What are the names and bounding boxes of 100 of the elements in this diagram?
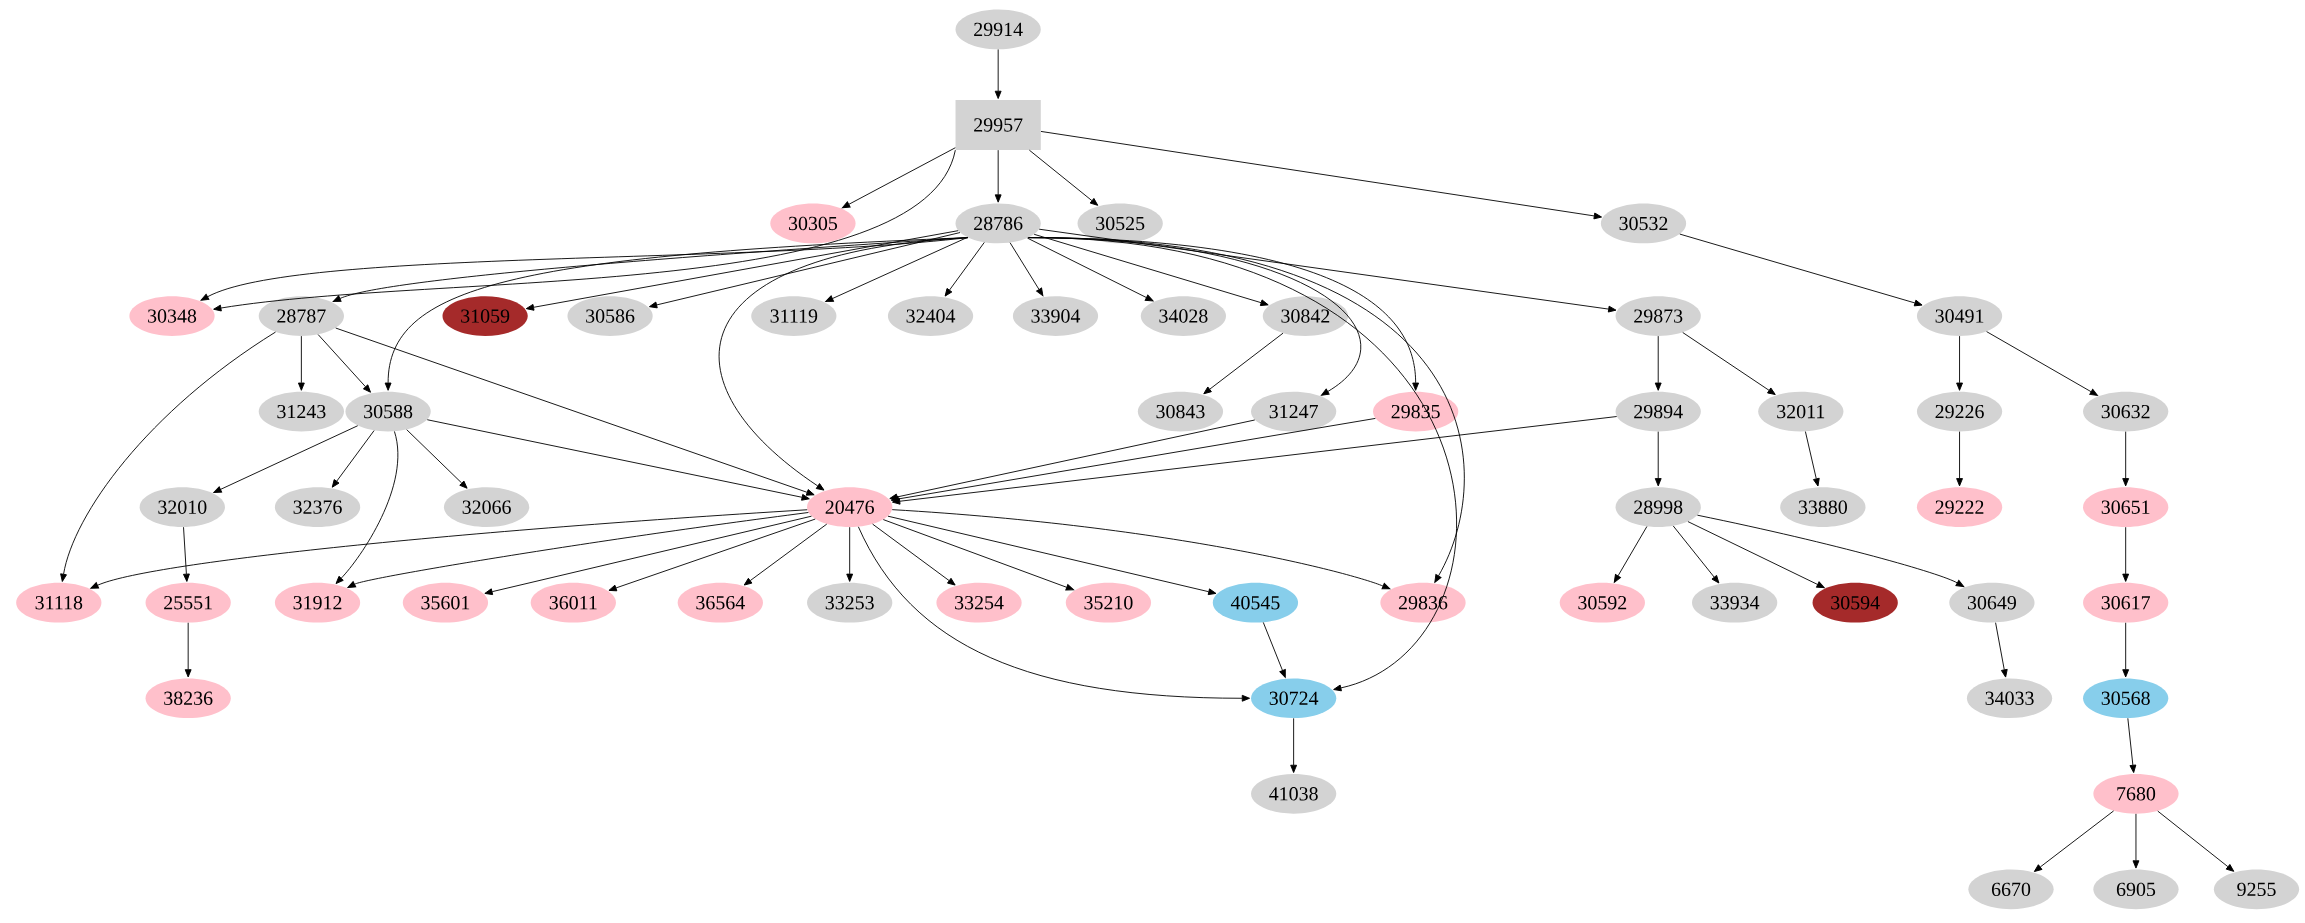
ellipse-node: 41038 <box>1251 773 1337 814</box>
ellipse-node: 31912 <box>274 582 361 623</box>
ellipse-node: 30617 <box>2083 582 2169 623</box>
ellipse-node: 38236 <box>145 678 231 719</box>
arrow <box>1682 331 1776 395</box>
ellipse-node: 30592 <box>1559 582 1645 623</box>
ellipse-node: 30843 <box>1137 391 1224 432</box>
ellipse-node: 35210 <box>1065 582 1152 623</box>
ellipse-node: 20476 <box>807 487 893 527</box>
ellipse-node: 6670 <box>1968 869 2054 910</box>
arrow <box>2157 810 2235 872</box>
ellipse-node: 31118 <box>16 582 102 623</box>
ellipse-node: 32376 <box>274 487 361 527</box>
arrow <box>1687 521 1825 589</box>
arrow <box>889 419 1256 501</box>
ellipse-node: 34028 <box>1140 296 1226 336</box>
ellipse-node: 40545 <box>1212 582 1299 623</box>
arrow <box>1956 335 1963 391</box>
arrow <box>891 509 1391 590</box>
arrow <box>2127 717 2137 773</box>
arrow <box>1009 242 1044 297</box>
arrow <box>1995 622 2008 678</box>
ellipse-node: 29222 <box>1916 487 2003 527</box>
ellipse-node: 36564 <box>677 582 763 623</box>
ellipse-node: 30649 <box>1949 582 2035 623</box>
ellipse-node: 28786 <box>955 203 1041 244</box>
arrow <box>426 419 810 501</box>
arrow <box>335 430 399 584</box>
arrow <box>90 509 808 589</box>
arrow <box>608 518 816 592</box>
ellipse-node: 9255 <box>2213 869 2300 910</box>
ellipse-node: 33253 <box>807 582 893 623</box>
arrow <box>2033 810 2115 872</box>
ellipse-node: 6905 <box>2093 869 2179 910</box>
arrow <box>331 430 375 488</box>
ellipse-node: 28787 <box>258 296 344 336</box>
arrow <box>887 515 1217 595</box>
ellipse-node: 29226 <box>1916 391 2003 432</box>
arrow <box>743 523 828 586</box>
arrow <box>184 622 192 678</box>
ellipse-node: 7680 <box>2093 773 2179 814</box>
ellipse-node: 32404 <box>887 296 974 336</box>
ellipse-node: 32066 <box>443 487 530 527</box>
ellipse-node: 30348 <box>129 296 215 336</box>
arrow <box>892 416 1618 505</box>
arrow <box>1203 332 1284 395</box>
arrow <box>718 237 969 491</box>
arrow <box>994 149 1002 203</box>
ellipse-node: 30491 <box>1916 296 2003 336</box>
arrow <box>1804 431 1820 487</box>
arrow <box>1290 717 1298 773</box>
ellipse-node: 30525 <box>1077 203 1163 244</box>
arrow <box>1679 233 1923 307</box>
ellipse-node: 30594 <box>1812 582 1898 623</box>
arrow <box>60 331 276 582</box>
ellipse-node: 31059 <box>442 296 528 336</box>
ellipse-node: 30632 <box>2083 391 2169 432</box>
ellipse-node: 34033 <box>1966 678 2053 719</box>
ellipse-node: 31119 <box>751 296 837 336</box>
ellipse-node: 33904 <box>1012 296 1099 336</box>
arrow <box>2122 431 2130 487</box>
arrow <box>1262 621 1286 678</box>
arrow <box>1028 149 1099 206</box>
ellipse-node: 30724 <box>1251 678 1337 719</box>
ellipse-node: 36011 <box>530 582 616 623</box>
arrow <box>2122 526 2130 582</box>
ellipse-node: 30568 <box>2083 678 2169 719</box>
arrow <box>1654 431 1662 487</box>
ellipse-node: 29894 <box>1615 391 1701 432</box>
ellipse-node: 33934 <box>1692 582 1778 623</box>
arrow <box>406 429 468 489</box>
ellipse-node: 30842 <box>1262 296 1349 336</box>
arrow <box>857 526 1250 702</box>
ellipse-node: 32011 <box>1758 391 1844 432</box>
ellipse-node: 25551 <box>145 582 231 623</box>
arrow <box>1654 335 1662 391</box>
arrow <box>347 511 809 588</box>
arrow <box>841 147 956 209</box>
arrow <box>882 519 1075 591</box>
arrow <box>1672 525 1720 584</box>
ellipse-node: 30588 <box>345 391 431 432</box>
arrow <box>994 48 1002 99</box>
ellipse-node: 29914 <box>955 9 1041 50</box>
arrow <box>2132 813 2140 869</box>
arrow <box>944 241 985 297</box>
arrow <box>297 335 305 391</box>
arrow <box>872 523 956 586</box>
arrow <box>1026 237 1154 302</box>
arrow <box>213 149 956 312</box>
arrow <box>525 230 959 311</box>
ellipse-node: 30651 <box>2083 487 2169 527</box>
ellipse-node: 33880 <box>1780 487 1866 527</box>
arrow <box>1697 514 1965 587</box>
arrow <box>484 515 812 595</box>
arrow <box>213 425 359 493</box>
ellipse-node: 31243 <box>258 391 344 432</box>
ellipse-node: 31247 <box>1251 391 1337 432</box>
arrow <box>1956 431 1963 487</box>
ellipse-node: 28998 <box>1615 487 1701 527</box>
arrow <box>825 236 968 302</box>
